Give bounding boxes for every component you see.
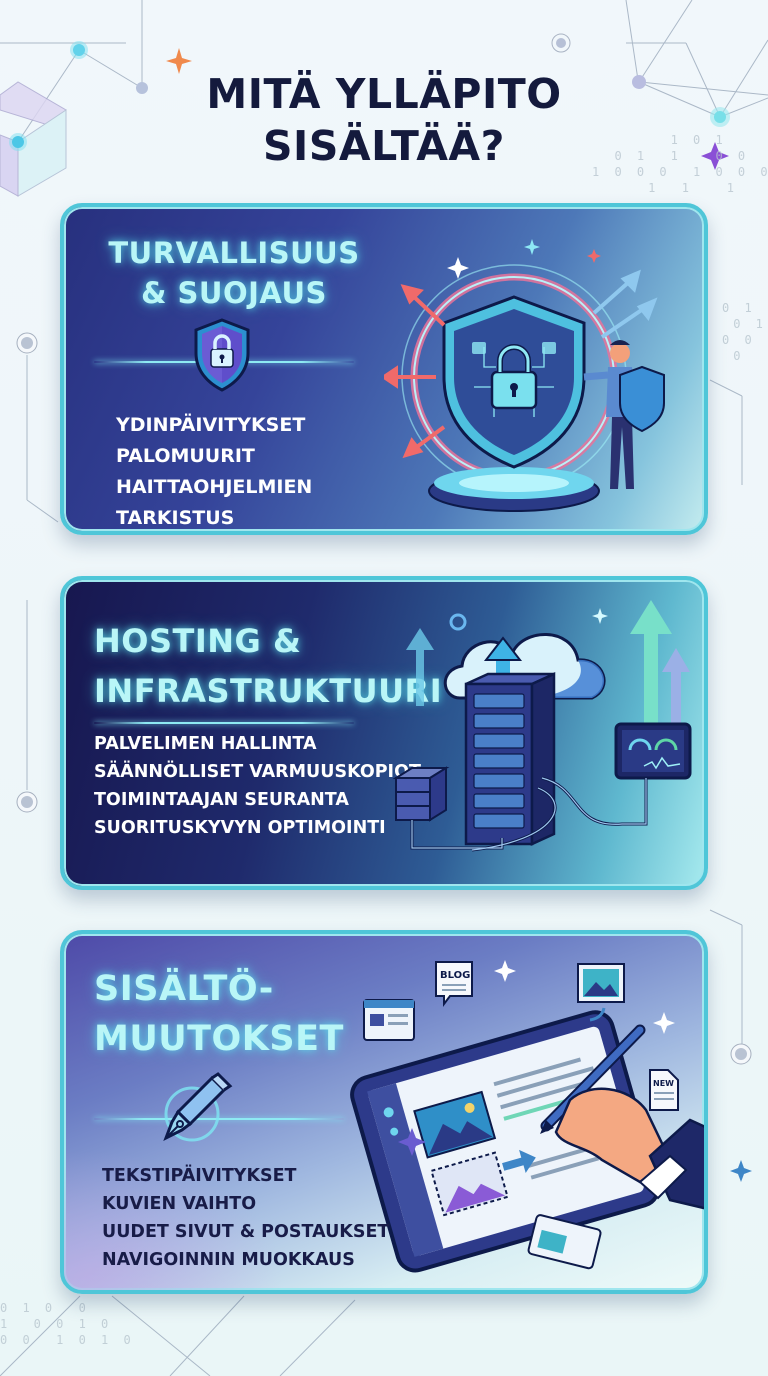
tablet-editing-illustration: BLOG NEW [350, 960, 704, 1273]
list-item: TEKSTIPÄIVITYKSET [102, 1166, 297, 1186]
card-title-line-1: TURVALLISUUS [108, 236, 360, 270]
card-title-line-1: SISÄLTÖ- [94, 969, 274, 1009]
card-title-line-2: INFRASTRUKTUURI [94, 672, 443, 710]
binary-decoration: 1 0 1 0 1 1 0 0 1 0 0 0 1 0 0 0 1 1 1 [592, 133, 768, 195]
list-item: UUDET SIVUT & POSTAUKSET [102, 1222, 390, 1242]
card-security: TURVALLISUUS & SUOJAUS YDINPÄIVITYKSET P… [60, 203, 708, 535]
list-item: SÄÄNNÖLLISET VARMUUSKOPIOT [94, 762, 421, 782]
blog-label: BLOG [440, 970, 470, 981]
list-item: TOIMINTAAJAN SEURANTA [94, 790, 349, 810]
list-item: YDINPÄIVITYKSET [116, 414, 306, 436]
binary-decoration: 0 1 0 1 0 0 0 [722, 301, 767, 363]
card-title: SISÄLTÖ- MUUTOKSET [94, 964, 344, 1064]
card-hosting: HOSTING & INFRASTRUKTUURI PALVELIMEN HAL… [60, 576, 708, 890]
cloud-server-illustration [392, 600, 692, 852]
binary-decoration: 0 1 0 0 1 0 0 1 0 0 0 1 0 1 0 [0, 1301, 135, 1347]
new-label: NEW [653, 1079, 674, 1088]
card-item-list: YDINPÄIVITYKSET PALOMUURIT HAITTAOHJELMI… [116, 410, 313, 531]
list-item: KUVIEN VAIHTO [102, 1194, 257, 1214]
page-title-line-1: MITÄ YLLÄPITO [206, 70, 562, 118]
card-item-list: PALVELIMEN HALLINTA SÄÄNNÖLLISET VARMUUS… [94, 730, 421, 842]
list-item: PALOMUURIT [116, 445, 255, 467]
shield-lock-icon [192, 317, 252, 393]
card-title-line-1: HOSTING & [94, 622, 302, 660]
page-title-line-2: SISÄLTÄÄ? [263, 122, 505, 170]
card-title-line-2: & SUOJAUS [141, 276, 327, 310]
list-item: TARKISTUS [116, 507, 235, 529]
card-title-line-2: MUUTOKSET [94, 1019, 344, 1059]
page-title: MITÄ YLLÄPITO SISÄLTÄÄ? [0, 68, 768, 172]
card-item-list: TEKSTIPÄIVITYKSET KUVIEN VAIHTO UUDET SI… [102, 1162, 389, 1274]
list-item: SUORITUSKYVYN OPTIMOINTI [94, 818, 386, 838]
card-title: TURVALLISUUS & SUOJAUS [64, 233, 404, 313]
card-title: HOSTING & INFRASTRUKTUURI [94, 616, 442, 716]
list-item: HAITTAOHJELMIEN [116, 476, 313, 498]
shield-defense-illustration [384, 239, 665, 512]
list-item: PALVELIMEN HALLINTA [94, 734, 317, 754]
card-content-changes: SISÄLTÖ- MUUTOKSET TEKSTIPÄIVITYKSET KUV… [60, 930, 708, 1294]
pen-nib-icon [154, 1070, 234, 1150]
divider [94, 722, 354, 724]
list-item: NAVIGOINNIN MUOKKAUS [102, 1250, 355, 1270]
